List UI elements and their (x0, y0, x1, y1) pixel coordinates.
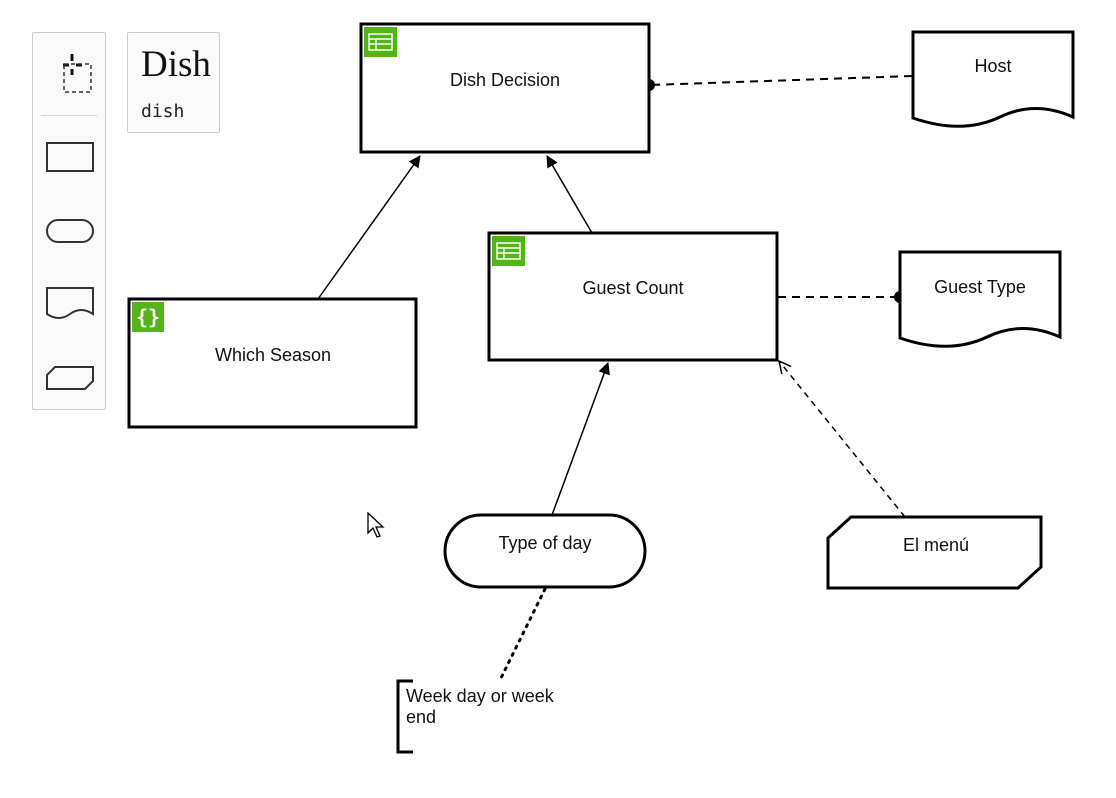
knowledge-requirement-el-menu-to-guest-count[interactable] (779, 361, 906, 518)
text-annotation[interactable]: Week day or week end (406, 686, 554, 727)
create-business-knowledge-tool[interactable] (41, 353, 99, 403)
lasso-tool-icon (63, 54, 92, 93)
node-which-season[interactable]: {} Which Season (127, 297, 418, 429)
node-label: Guest Count (582, 278, 683, 298)
node-label: Which Season (215, 345, 331, 365)
literal-expression-icon: {} (132, 302, 164, 332)
palette (32, 32, 106, 410)
decision-table-icon (492, 236, 525, 266)
node-label: Guest Type (934, 277, 1026, 297)
business-knowledge-icon (46, 366, 94, 390)
definitions-card[interactable]: Dish dish (127, 32, 220, 133)
association-type-of-day-to-annotation[interactable] (499, 587, 547, 680)
node-type-of-day[interactable]: Type of day (443, 513, 647, 589)
create-knowledge-source-tool[interactable] (41, 277, 99, 327)
node-dish-decision[interactable]: Dish Decision (359, 22, 651, 154)
authority-requirement-host-to-dish[interactable] (649, 75, 913, 86)
create-input-data-tool[interactable] (41, 208, 99, 258)
knowledge-source-icon (46, 287, 94, 319)
node-label: El menú (903, 535, 969, 555)
lasso-tool[interactable] (41, 45, 99, 95)
node-label: Dish Decision (450, 70, 560, 90)
text-annotation-bracket[interactable] (396, 679, 413, 754)
node-guest-type[interactable]: Guest Type (898, 250, 1062, 348)
input-data-icon (46, 219, 94, 243)
info-requirement-guest-count-to-dish[interactable] (546, 155, 593, 234)
palette-separator (41, 115, 97, 116)
svg-text:{}: {} (136, 305, 160, 329)
node-guest-count[interactable]: Guest Count (487, 231, 779, 362)
create-decision-tool[interactable] (41, 133, 99, 183)
mouse-cursor-icon (367, 512, 385, 538)
task-rectangle-icon (46, 142, 94, 172)
node-host[interactable]: Host (911, 30, 1075, 128)
node-el-menu[interactable]: El menú (826, 515, 1043, 590)
node-label: Host (974, 56, 1011, 76)
info-requirement-which-season-to-dish[interactable] (317, 155, 421, 300)
decision-table-icon (364, 27, 397, 57)
definitions-name: Dish (141, 44, 211, 85)
node-label: Type of day (498, 533, 591, 553)
definitions-id: dish (141, 101, 185, 122)
info-requirement-type-of-day-to-guest-count[interactable] (551, 362, 610, 516)
